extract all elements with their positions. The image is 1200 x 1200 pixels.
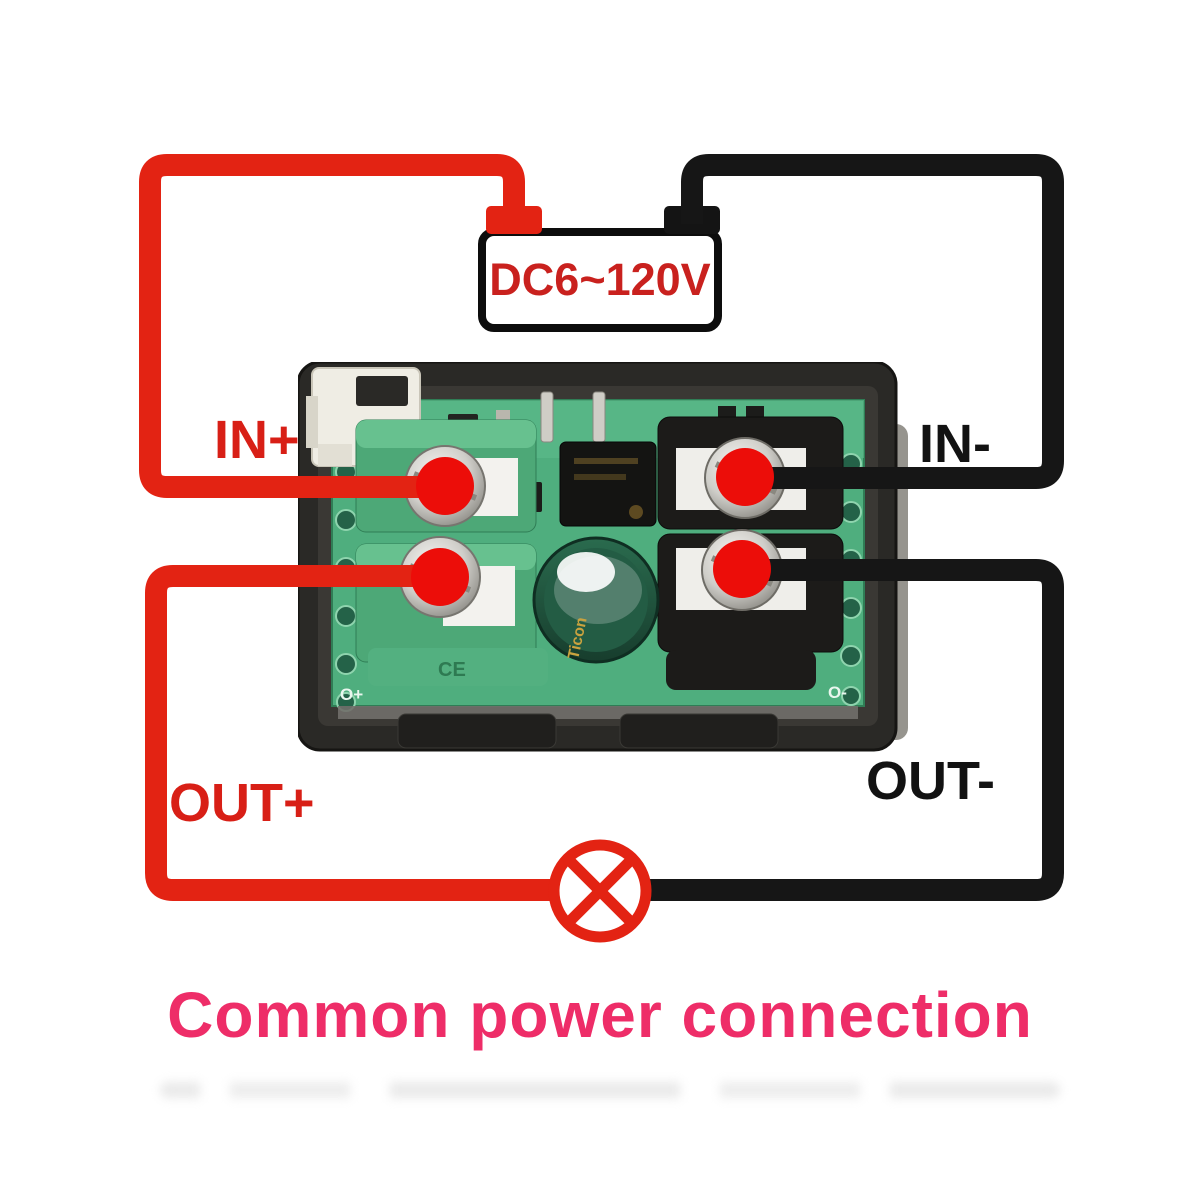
lamp-cross-line-1	[562, 853, 638, 929]
ce-marking: CE	[438, 659, 466, 681]
pcb-marking-o-plus: O+	[340, 685, 363, 704]
lamp-circle	[548, 839, 652, 943]
label-in-plus: IN+	[214, 410, 300, 470]
power-source-label: DC6~120V	[489, 254, 711, 305]
lamp-circle-x-icon	[548, 839, 652, 943]
voltmeter-module-photo: CE Ticon O+ O-	[298, 362, 908, 752]
label-out-minus: OUT-	[866, 751, 995, 811]
tact-button-right	[619, 713, 779, 749]
tact-button-left	[397, 713, 557, 749]
terminal-block-out-minus	[657, 529, 844, 690]
diagram-title: Common power connection	[167, 979, 1033, 1051]
power-source-box: DC6~120V	[478, 228, 722, 332]
watermark-blur	[160, 1082, 1060, 1098]
terminal-block-in-plus	[355, 419, 537, 533]
terminal-block-out-plus: CE	[355, 536, 548, 686]
pcb-marking-o-minus: O-	[828, 683, 847, 702]
label-in-minus: IN-	[919, 414, 991, 474]
terminal-block-in-minus	[657, 416, 844, 530]
ic-chip	[559, 441, 657, 527]
capacitor: Ticon	[532, 536, 660, 664]
label-out-plus: OUT+	[169, 773, 315, 833]
lamp-cross-line-2	[562, 853, 638, 929]
